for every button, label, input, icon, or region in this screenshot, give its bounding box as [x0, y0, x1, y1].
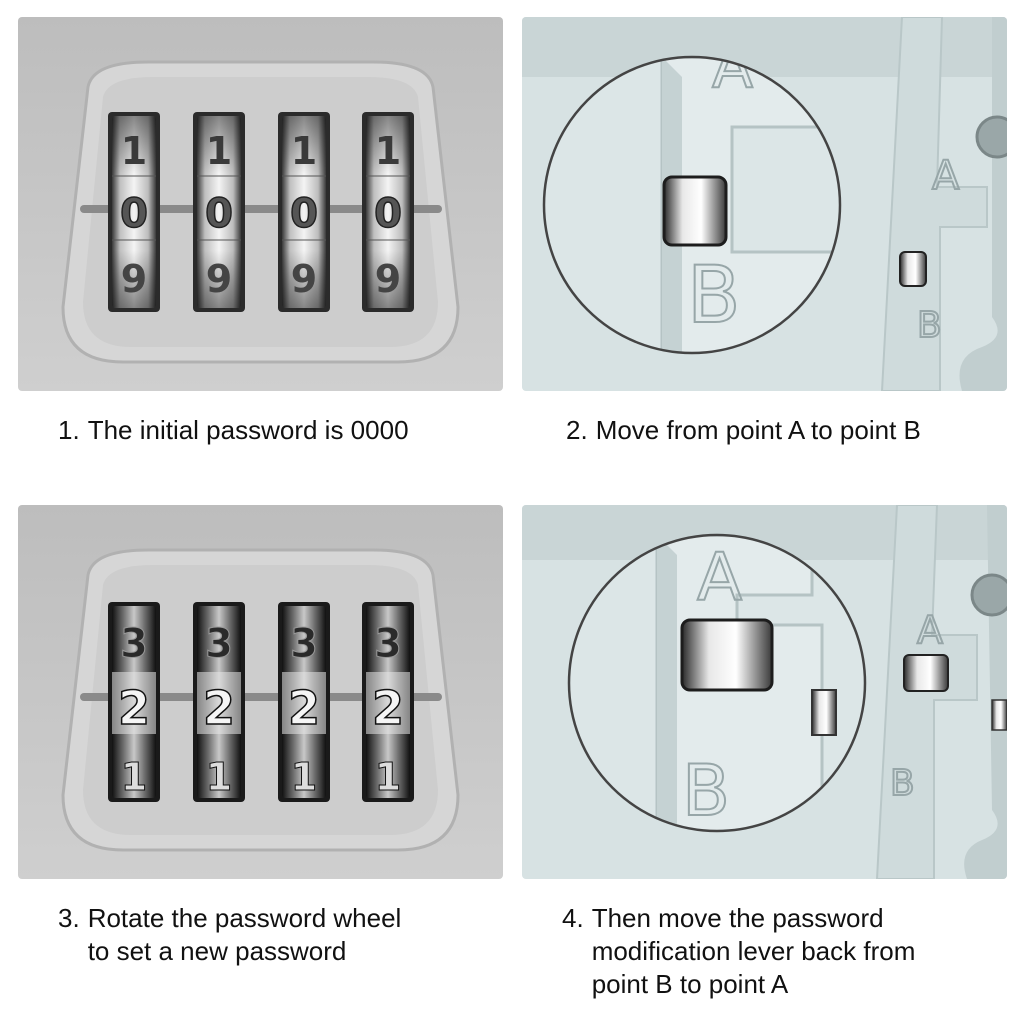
wheel-digit-bottom: 1: [291, 755, 317, 799]
password-wheel-2[interactable]: 1 0 9: [193, 112, 245, 312]
password-wheel-2[interactable]: 3 2 1: [193, 602, 245, 802]
point-b-label-zoom: B: [687, 251, 741, 341]
point-a-label: A: [917, 608, 943, 652]
wheel-digit-top: 3: [290, 621, 318, 667]
small-lever[interactable]: [903, 654, 949, 692]
lever-zoomed[interactable]: [680, 618, 774, 692]
combination-lock-illustration: 3 2 1 3 2 1 3 2 1: [18, 505, 503, 879]
step-number: 2.: [566, 415, 588, 445]
wheel-digit-bottom: 9: [121, 257, 147, 301]
point-b-label: B: [890, 763, 915, 804]
point-b-label-zoom: B: [682, 750, 730, 832]
wheel-digit-top: 3: [374, 621, 402, 667]
wheel-digit-middle: 0: [374, 191, 402, 237]
step2-image: A B B A: [522, 17, 1007, 391]
step-text: Then move the password modification leve…: [591, 903, 916, 999]
step-number: 3.: [58, 903, 80, 933]
password-wheel-3[interactable]: 1 0 9: [278, 112, 330, 312]
wheel-digit-bottom: 1: [121, 755, 147, 799]
step4-caption: 4. Then move the password modification l…: [562, 902, 915, 1001]
password-wheel-1[interactable]: 3 2 1: [108, 602, 160, 802]
password-wheel-4[interactable]: 3 2 1: [362, 602, 414, 802]
wheel-digit-top: 1: [291, 129, 317, 173]
point-a-label: A: [932, 153, 960, 199]
wheel-digit-top: 3: [205, 621, 233, 667]
wheel-digit-middle: 0: [205, 191, 233, 237]
small-lever[interactable]: [899, 251, 927, 287]
step4-image: A B A B: [522, 505, 1007, 879]
wheel-digit-top: 1: [206, 129, 232, 173]
password-wheel-1[interactable]: 1 0 9: [108, 112, 160, 312]
wheel-row: 3 2 1 3 2 1 3 2 1: [108, 602, 414, 802]
wheel-digit-bottom: 1: [375, 755, 401, 799]
wheel-digit-middle: 0: [120, 191, 148, 237]
step3-caption: 3. Rotate the password wheel to set a ne…: [58, 902, 401, 968]
wheel-digit-middle: 2: [118, 681, 150, 735]
lever-illustration: A B B A: [522, 17, 1007, 391]
step-text: Move from point A to point B: [595, 415, 921, 445]
step2-caption: 2. Move from point A to point B: [566, 414, 921, 447]
step3-image: 3 2 1 3 2 1 3 2 1: [18, 505, 503, 879]
wheel-digit-bottom: 1: [206, 755, 232, 799]
wheel-digit-top: 1: [375, 129, 401, 173]
step1-image: 1 0 9 1 0 9 1 0 9: [18, 17, 503, 391]
wheel-digit-middle: 2: [288, 681, 320, 735]
wheel-digit-bottom: 9: [206, 257, 232, 301]
step-text: The initial password is 0000: [87, 415, 409, 445]
step-number: 4.: [562, 903, 584, 933]
password-wheel-4[interactable]: 1 0 9: [362, 112, 414, 312]
step1-caption: 1. The initial password is 0000: [58, 414, 409, 447]
magnifier-circle: [567, 533, 867, 833]
magnifier-circle: [542, 55, 842, 355]
point-a-label-zoom: A: [697, 539, 742, 616]
step-number: 1.: [58, 415, 80, 445]
step-text: Rotate the password wheel to set a new p…: [87, 903, 402, 966]
point-b-label: B: [917, 305, 942, 346]
wheel-digit-top: 1: [121, 129, 147, 173]
wheel-digit-bottom: 9: [375, 257, 401, 301]
wheel-digit-middle: 2: [372, 681, 404, 735]
wheel-digit-top: 3: [120, 621, 148, 667]
wheel-digit-bottom: 9: [291, 257, 317, 301]
password-wheel-3[interactable]: 3 2 1: [278, 602, 330, 802]
lever-zoomed[interactable]: [662, 175, 728, 247]
wheel-row: 1 0 9 1 0 9 1 0 9: [108, 112, 414, 312]
combination-lock-illustration: 1 0 9 1 0 9 1 0 9: [18, 17, 503, 391]
wheel-digit-middle: 2: [203, 681, 235, 735]
lever-illustration: A B A B: [522, 505, 1007, 879]
wheel-digit-middle: 0: [290, 191, 318, 237]
